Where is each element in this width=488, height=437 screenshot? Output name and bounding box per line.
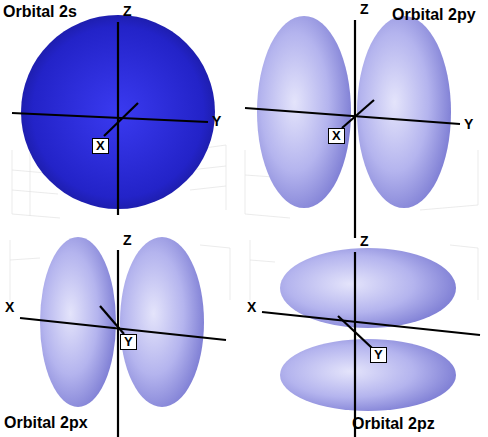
axis-label: X: [328, 128, 345, 144]
axis-label: Y: [464, 117, 473, 132]
axes-2pz: [262, 252, 480, 437]
orbital-title: Orbital 2px: [4, 414, 88, 432]
axis-label: Y: [120, 334, 137, 350]
axis-label: Y: [370, 347, 387, 363]
axes-2px: [20, 250, 226, 437]
p-orbital-lobe: [280, 339, 456, 411]
orbital-title: Orbital 2pz: [352, 415, 435, 433]
p-orbital-lobe: [357, 16, 451, 208]
axis-label: X: [247, 300, 256, 315]
p-orbital-lobe: [120, 237, 204, 407]
axes-2py: [245, 20, 460, 238]
axis-label: Z: [360, 234, 369, 249]
axis-label: Z: [123, 233, 132, 248]
axes-2s: [12, 22, 208, 215]
axis-label: Z: [123, 4, 132, 19]
axis-label: X: [92, 138, 109, 154]
axis-label: Z: [360, 2, 369, 17]
orbital-title: Orbital 2s: [3, 3, 77, 21]
axis-label: Y: [212, 114, 221, 129]
orbital-title: Orbital 2py: [392, 6, 476, 24]
axis-label: X: [5, 300, 14, 315]
